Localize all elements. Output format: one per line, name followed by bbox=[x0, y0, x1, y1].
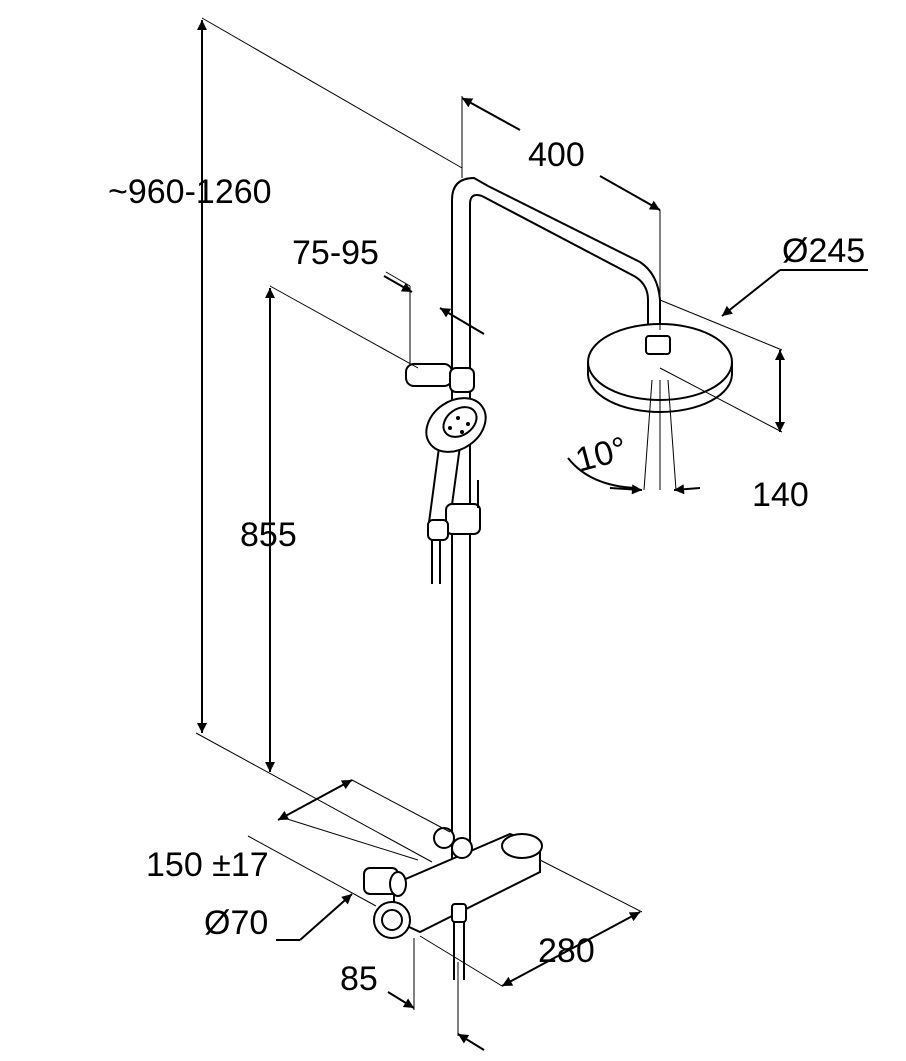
tilt-angle-label: 10° bbox=[572, 430, 632, 480]
dim-rail-length: 855 bbox=[240, 285, 419, 772]
dim-arm-length: 400 bbox=[461, 96, 661, 330]
head-height-label: 140 bbox=[752, 476, 809, 514]
arm-length-label: 400 bbox=[528, 136, 585, 174]
dim-connection-spacing: 150 ±17 bbox=[146, 779, 451, 907]
head-diameter-label: Ø245 bbox=[782, 232, 865, 270]
mixer-width-label: 280 bbox=[538, 932, 595, 970]
overhead-arm bbox=[481, 185, 661, 332]
total-height-label: ~960-1260 bbox=[108, 173, 272, 211]
dim-tilt-angle: 10° bbox=[567, 430, 701, 495]
thermostat-mixer bbox=[363, 827, 543, 980]
dim-mixer-width: 280 bbox=[419, 859, 643, 987]
rail-offset-label: 75-95 bbox=[292, 234, 379, 272]
mixer-diameter-label: Ø70 bbox=[204, 904, 268, 942]
dim-total-height: ~960-1260 bbox=[108, 17, 463, 863]
rail-length-label: 855 bbox=[240, 516, 297, 554]
slider bbox=[427, 480, 481, 584]
rail-holder bbox=[405, 363, 475, 393]
dim-mixer-diameter: Ø70 bbox=[204, 893, 353, 942]
dim-head-diameter: Ø245 bbox=[721, 232, 868, 317]
connection-spacing-label: 150 ±17 bbox=[146, 846, 269, 884]
dim-head-height: 140 bbox=[659, 299, 809, 514]
wall-distance-label: 85 bbox=[340, 960, 378, 998]
dim-rail-offset: 75-95 bbox=[292, 234, 485, 364]
dim-wall-distance: 85 bbox=[340, 938, 485, 1051]
shower-rail bbox=[451, 176, 489, 875]
